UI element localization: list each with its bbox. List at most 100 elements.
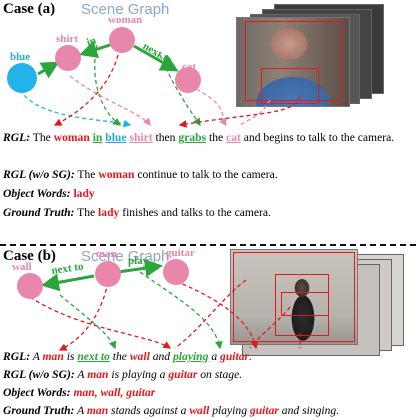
map-guitar [175,280,259,350]
case-a-rgl-woman: woman [53,131,90,144]
node-wall [17,273,43,299]
case-b-rgl-line: RGL: A man is next to the wall and playi… [3,350,252,363]
case-a-rgl-cat: cat [226,131,241,144]
case-b-rgl-next-to: next to [77,350,110,363]
case-b-rgl-t4: and [149,350,173,363]
case-a-scene-graph-title: Scene Graph [81,1,170,18]
case-a-ground-truth-label: Ground Truth: [3,206,75,219]
case-b-video-frame [230,249,358,345]
case-b-rgl-t5: a [208,350,221,363]
case-a-object-words: lady [73,187,95,200]
map-in [94,44,122,126]
case-b-title: Case (b) [3,248,56,264]
map-video-cat [239,99,271,126]
label-edge-in: in [85,35,97,49]
map-next-to [59,294,117,350]
case-a-rgl-blue: blue [105,131,127,144]
edge-play [117,259,163,278]
case-divider [0,244,416,246]
case-a-gt-lady: lady [98,206,120,219]
case-b-rgl-guitar: guitar [220,350,250,363]
case-b-rgl-wo-t2: is playing a [108,368,169,381]
case-b-rgl-t2: is [63,350,78,363]
case-b-rgl-wo-t3: on stage. [197,368,243,381]
map-playing [139,271,223,350]
case-b-object-words: man, wall, guitar [73,386,156,399]
case-b-gt-t3: playing [209,404,250,417]
map-video-woman [178,95,301,128]
label-man: man [96,248,117,260]
case-b-rgl-label: RGL: [3,350,31,363]
case-a-rgl-wo-woman: woman [98,168,135,181]
case-b-rgl-t1: A [30,350,43,363]
case-a-rgl-in: in [92,131,103,144]
case-b-rgl-wall: wall [129,350,150,363]
map-cat [189,85,227,127]
case-b-rgl-t6: . [249,350,252,363]
case-b-rgl-man: man [42,350,64,363]
map-grabs [159,54,201,127]
case-b-rgl-playing: playing [173,350,209,363]
case-a-rgl-shirt: shirt [129,131,153,144]
edge-blue-shirt [37,61,60,79]
node-man [95,261,121,287]
label-guitar: guitar [166,247,195,259]
case-a-video-frame [236,17,350,107]
case-a-rgl-line: RGL: The woman in blue shirt then grabs … [3,131,408,144]
case-a-rgl-wo-label: RGL (w/o SG): [3,168,75,181]
case-a-scene-graph: woman shirt blue cat in next to [7,14,301,128]
case-b-rgl-wo-guitar: guitar [168,368,198,381]
map-wall [29,296,172,349]
label-edge-next-to-b: next to [51,261,85,277]
map-video-guitar [249,306,291,349]
case-a-title: Case (a) [3,1,56,17]
case-b-gt-man: man [86,404,109,417]
case-a-object-words-label: Object Words: [3,187,71,200]
case-a-gt-t2: finishes and talks to the camera. [119,206,271,219]
case-a-rgl-grabs: grabs [178,131,207,144]
case-b-rgl-wo-line: RGL (w/o SG): A man is playing a guitar … [3,368,242,381]
case-b-gt-wall: wall [189,404,210,417]
case-a-rgl-wo-line: RGL (w/o SG): The woman continue to talk… [3,168,278,181]
case-a-rgl-t3: the [206,131,227,144]
case-a-rgl-t2: then [152,131,179,144]
map-video-wall [174,279,247,349]
label-edge-play: play [128,255,149,267]
case-b-gt-t1: A [74,404,87,417]
edge-next-to [133,44,179,72]
label-woman: woman [108,14,142,26]
case-b-bbox-wall [233,252,355,342]
label-wall: wall [12,261,32,273]
case-b-gt-t4: and singing. [278,404,340,417]
case-a-rgl-label: RGL: [3,131,31,144]
case-a-rgl-wo-t1: The [74,168,99,181]
label-blue: blue [10,51,30,63]
case-a-gt-t1: The [74,206,99,219]
case-a-rgl-wo-t2: continue to talk to the camera. [134,168,278,181]
edge-next-to-b [41,273,95,292]
case-b-rgl-wo-t1: A [74,368,88,381]
case-b-gt-guitar: guitar [249,404,279,417]
case-a-rgl-t1: The [32,131,54,144]
case-a-object-words-line: Object Words: lady [3,187,95,200]
case-b-ground-truth-label: Ground Truth: [3,404,75,417]
label-shirt: shirt [56,33,78,45]
case-b-bbox-guitar [281,292,329,316]
edge-in [79,40,111,58]
node-cat [175,67,201,93]
node-woman [109,27,135,53]
case-b-rgl-wo-label: RGL (w/o SG): [3,368,75,381]
case-b-ground-truth-line: Ground Truth: A man stands against a wal… [3,404,339,417]
label-cat: cat [182,61,196,73]
case-b-rgl-wo-man: man [87,368,109,381]
map-man [58,281,109,351]
map-woman [53,54,119,126]
node-shirt [55,45,81,71]
case-b-object-words-line: Object Words: man, wall, guitar [3,386,155,399]
case-a-ground-truth-line: Ground Truth: The lady finishes and talk… [3,206,271,219]
node-guitar [163,259,189,285]
case-b-object-words-label: Object Words: [3,386,71,399]
case-a-bbox-shirt [261,68,319,104]
node-blue [7,63,37,93]
